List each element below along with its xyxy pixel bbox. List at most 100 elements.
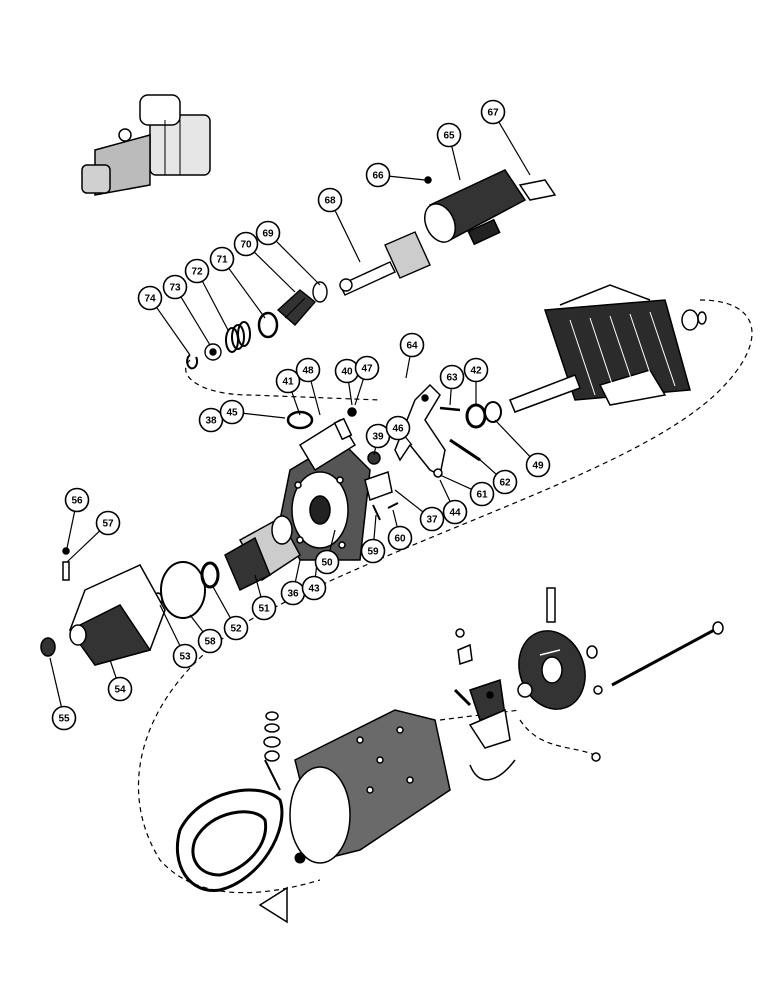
leader-line xyxy=(494,419,531,457)
callout-number: 74 xyxy=(144,294,156,305)
triangle-marker xyxy=(258,886,288,924)
callout-68: 68 xyxy=(317,187,343,213)
callout-circle xyxy=(275,368,301,394)
callout-circle xyxy=(64,487,90,513)
callout-circle xyxy=(107,676,133,702)
leader-line xyxy=(451,146,461,181)
callout-61: 61 xyxy=(469,481,495,507)
callout-58: 58 xyxy=(197,628,223,654)
callout-circle xyxy=(255,220,281,246)
callout-circle xyxy=(492,469,518,495)
callout-circle xyxy=(385,415,411,441)
callout-circle xyxy=(301,575,327,601)
callout-circle xyxy=(251,595,277,621)
leader-line xyxy=(291,392,301,416)
leader-line xyxy=(189,614,204,632)
callout-circle xyxy=(162,274,188,300)
callout-number: 73 xyxy=(169,283,181,294)
callout-52: 52 xyxy=(223,615,249,641)
callout-circle xyxy=(51,705,77,731)
callout-circle xyxy=(463,357,489,383)
callout-number: 63 xyxy=(446,373,458,384)
through-bolt xyxy=(611,621,724,687)
callout-number: 59 xyxy=(367,547,379,558)
leader-line xyxy=(329,529,336,551)
callout-44: 44 xyxy=(442,499,468,525)
callout-54: 54 xyxy=(107,676,133,702)
callout-circle xyxy=(439,364,465,390)
solenoid-plunger xyxy=(339,231,431,296)
callout-number: 64 xyxy=(406,341,418,352)
callout-number: 69 xyxy=(262,229,274,240)
leader-line xyxy=(373,514,377,540)
callout-40: 40 xyxy=(334,358,360,384)
callout-45: 45 xyxy=(219,399,245,425)
callout-number: 61 xyxy=(476,490,488,501)
callout-46: 46 xyxy=(385,415,411,441)
callout-63: 63 xyxy=(439,364,465,390)
leader-line xyxy=(109,659,117,678)
callout-circle xyxy=(525,452,551,478)
field-frame xyxy=(289,709,451,864)
leader-line xyxy=(389,175,426,181)
callout-circle xyxy=(442,499,468,525)
callout-number: 62 xyxy=(499,478,511,489)
callout-72: 72 xyxy=(184,258,210,284)
callout-circle xyxy=(436,122,462,148)
callout-number: 66 xyxy=(372,171,384,182)
leader-line xyxy=(449,388,452,406)
callout-number: 38 xyxy=(205,416,217,427)
leader-line xyxy=(159,604,181,646)
leader-line xyxy=(405,356,411,379)
leader-line xyxy=(202,281,229,331)
callout-number: 44 xyxy=(449,508,461,519)
callout-69: 69 xyxy=(255,220,281,246)
callout-66: 66 xyxy=(365,162,391,188)
leader-line xyxy=(394,489,423,513)
callout-circle xyxy=(317,187,343,213)
callout-circle xyxy=(223,615,249,641)
callout-37: 37 xyxy=(419,506,445,532)
callout-49: 49 xyxy=(525,452,551,478)
callout-number: 43 xyxy=(308,584,320,595)
leader-line xyxy=(334,210,361,263)
callout-number: 60 xyxy=(394,534,406,545)
callout-circle xyxy=(233,231,259,257)
plunger-boot-and-spring-group xyxy=(186,281,328,370)
leader-line xyxy=(276,241,321,286)
leader-line xyxy=(254,251,296,293)
callout-circle xyxy=(365,162,391,188)
leader-line xyxy=(405,436,413,446)
armature xyxy=(509,284,707,413)
drive-housing xyxy=(279,407,399,561)
leader-line xyxy=(310,381,321,416)
callout-number: 56 xyxy=(71,496,83,507)
callout-64: 64 xyxy=(399,332,425,358)
callout-48: 48 xyxy=(295,357,321,383)
leader-line xyxy=(354,379,364,406)
callout-50: 50 xyxy=(314,549,340,575)
callout-number: 70 xyxy=(240,240,252,251)
callout-56: 56 xyxy=(64,487,90,513)
callout-55: 55 xyxy=(51,705,77,731)
callout-74: 74 xyxy=(137,285,163,311)
callout-36: 36 xyxy=(280,580,306,606)
callout-62: 62 xyxy=(492,469,518,495)
callout-53: 53 xyxy=(172,643,198,669)
callout-circle xyxy=(314,549,340,575)
leader-line xyxy=(211,584,231,618)
callout-circle xyxy=(360,538,386,564)
callout-number: 68 xyxy=(324,196,336,207)
leader-line xyxy=(243,412,286,419)
solenoid xyxy=(424,169,557,246)
leader-line xyxy=(49,657,62,707)
leader-line xyxy=(373,447,377,456)
leader-line xyxy=(477,457,497,475)
callout-60: 60 xyxy=(387,525,413,551)
callout-circle xyxy=(469,481,495,507)
callout-number: 51 xyxy=(258,604,270,615)
callout-circle xyxy=(95,510,121,536)
callout-number: 58 xyxy=(204,637,216,648)
leader-line xyxy=(294,559,301,582)
callout-51: 51 xyxy=(251,595,277,621)
